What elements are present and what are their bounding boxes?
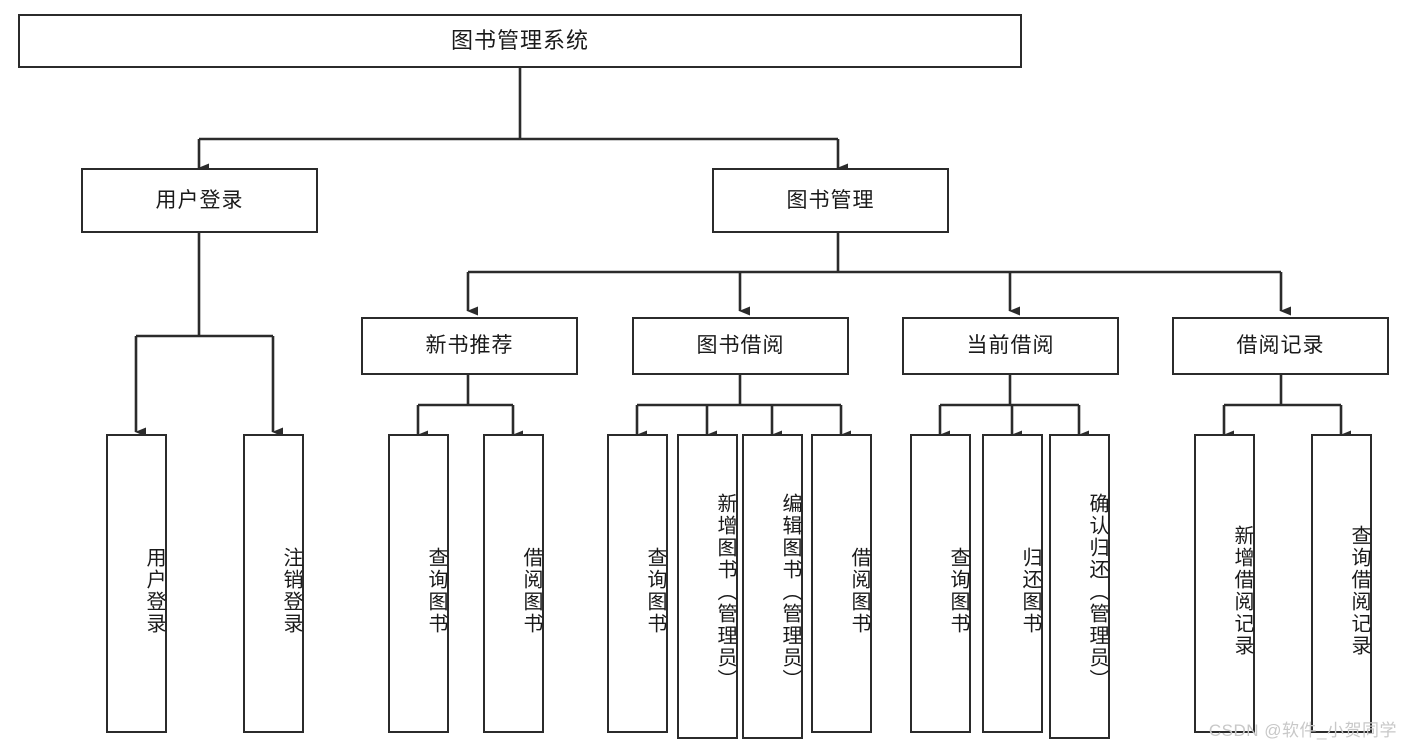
node-leaf-logout-login[interactable]: 注销登录 — [243, 434, 304, 733]
node-label: 当前借阅 — [966, 334, 1055, 358]
node-label: 查询借阅记录 — [1348, 524, 1370, 657]
node-label: 新书推荐 — [425, 334, 514, 358]
node-label: 借阅记录 — [1236, 334, 1325, 358]
node-label: 用户登录 — [155, 188, 244, 212]
node-label: 图书管理系统 — [450, 27, 589, 53]
node-label: 确认归还（管理员） — [1086, 492, 1108, 691]
node-label: 图书管理 — [786, 188, 875, 212]
node-label: 编辑图书（管理员） — [779, 492, 801, 691]
node-book-management[interactable]: 图书管理 — [712, 168, 949, 233]
node-borrow-record[interactable]: 借阅记录 — [1172, 317, 1389, 375]
node-label: 查询图书 — [947, 546, 969, 635]
node-label: 新增图书（管理员） — [714, 492, 736, 691]
node-label: 新增借阅记录 — [1231, 524, 1253, 657]
node-user-login[interactable]: 用户登录 — [81, 168, 318, 233]
node-leaf-return-book[interactable]: 归还图书 — [982, 434, 1043, 733]
node-label: 注销登录 — [280, 546, 302, 635]
node-new-book-recommend[interactable]: 新书推荐 — [361, 317, 578, 375]
node-leaf-user-login[interactable]: 用户登录 — [106, 434, 167, 733]
node-leaf-edit-book-admin[interactable]: 编辑图书（管理员） — [742, 434, 803, 739]
node-label: 图书借阅 — [696, 334, 785, 358]
node-leaf-borrow-book-recommend[interactable]: 借阅图书 — [483, 434, 544, 733]
node-leaf-query-borrow-record[interactable]: 查询借阅记录 — [1311, 434, 1372, 733]
node-label: 用户登录 — [143, 546, 165, 635]
node-current-borrow[interactable]: 当前借阅 — [902, 317, 1119, 375]
node-leaf-query-book-borrow[interactable]: 查询图书 — [607, 434, 668, 733]
node-root-book-management-system[interactable]: 图书管理系统 — [18, 14, 1022, 68]
node-leaf-borrow-book-2[interactable]: 借阅图书 — [811, 434, 872, 733]
node-leaf-confirm-return-admin[interactable]: 确认归还（管理员） — [1049, 434, 1110, 739]
node-book-borrow[interactable]: 图书借阅 — [632, 317, 849, 375]
node-label: 查询图书 — [644, 546, 666, 635]
node-leaf-add-book-admin[interactable]: 新增图书（管理员） — [677, 434, 738, 739]
node-label: 归还图书 — [1019, 546, 1041, 635]
node-label: 查询图书 — [425, 546, 447, 635]
node-label: 借阅图书 — [848, 546, 870, 635]
node-leaf-add-borrow-record[interactable]: 新增借阅记录 — [1194, 434, 1255, 733]
csdn-watermark: CSDN @软件_小贺同学 — [1208, 721, 1397, 740]
node-leaf-query-book-recommend[interactable]: 查询图书 — [388, 434, 449, 733]
node-label: 借阅图书 — [520, 546, 542, 635]
node-leaf-query-book-current[interactable]: 查询图书 — [910, 434, 971, 733]
